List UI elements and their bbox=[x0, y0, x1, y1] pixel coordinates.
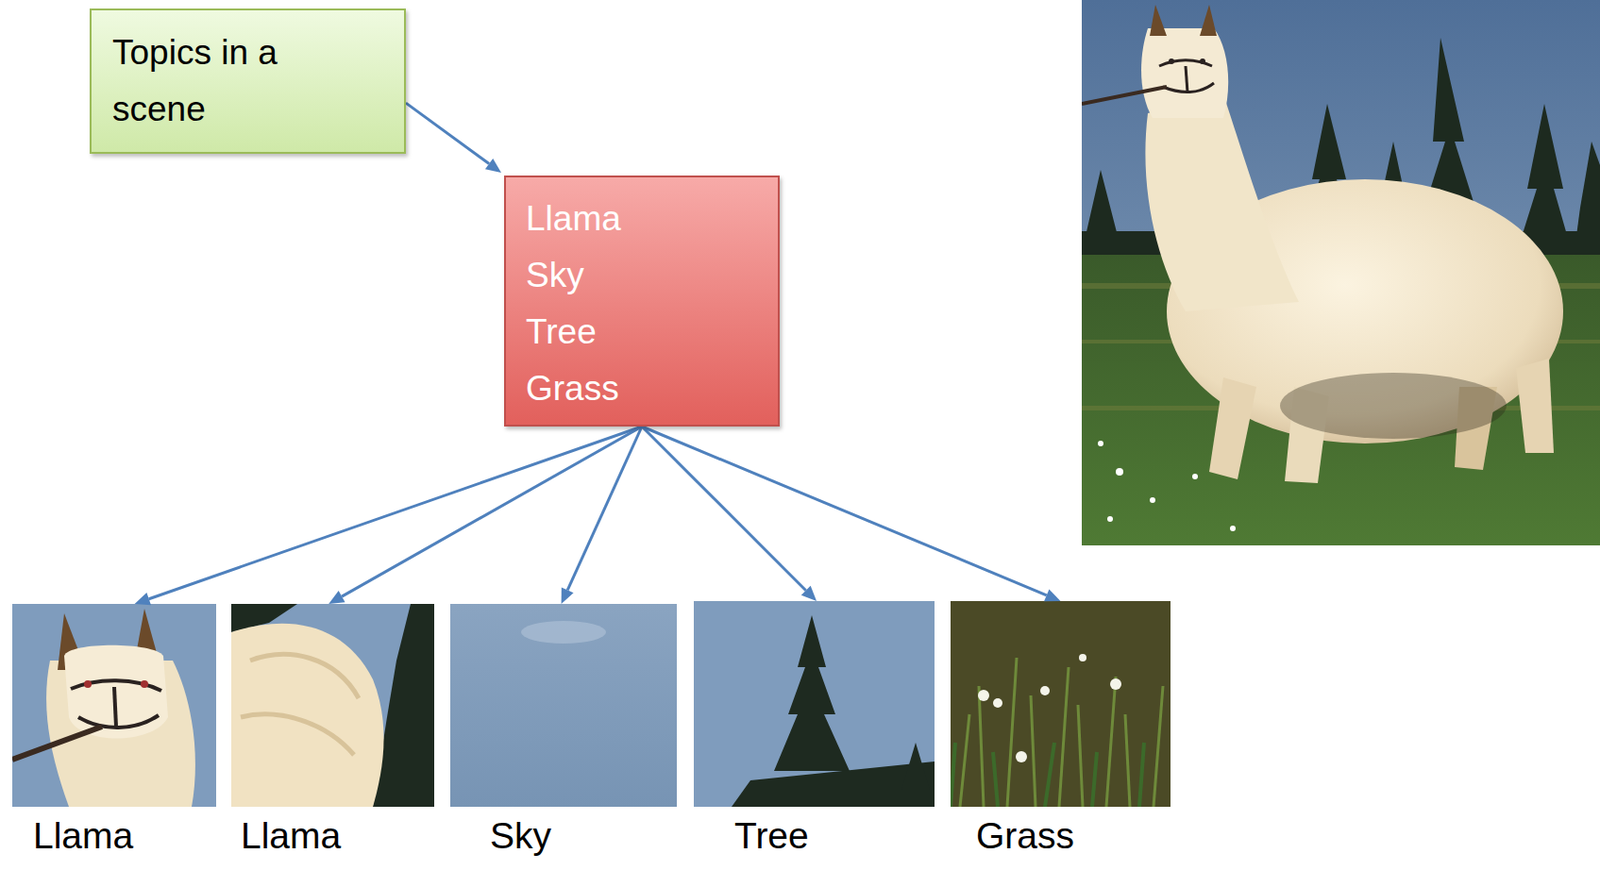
arrow-connector bbox=[641, 426, 817, 602]
sky-patch bbox=[450, 604, 677, 808]
patch-label: Grass bbox=[976, 814, 1075, 859]
arrow-connector bbox=[561, 426, 642, 605]
image-patch: Grass bbox=[950, 601, 1171, 808]
topic-item: Llama bbox=[525, 190, 759, 248]
image-patch: Tree bbox=[693, 601, 935, 808]
image-patch: Llama bbox=[12, 604, 217, 808]
topic-item: Grass bbox=[525, 360, 759, 418]
image-patch: Llama bbox=[231, 604, 435, 808]
patch-label: Tree bbox=[734, 814, 809, 859]
patch-label: Llama bbox=[33, 814, 134, 859]
arrow-connector bbox=[134, 426, 642, 606]
image-patch: Sky bbox=[450, 604, 677, 808]
patch-label: Sky bbox=[489, 814, 552, 859]
arrow-connector bbox=[328, 426, 642, 605]
topic-item: Sky bbox=[525, 247, 759, 304]
llama-photo bbox=[1081, 0, 1600, 546]
llama-head-patch bbox=[12, 604, 217, 808]
topic-list-box: LlamaSkyTreeGrass bbox=[504, 175, 780, 427]
note-text: Topics in a scene bbox=[112, 24, 349, 138]
arrow-connector bbox=[405, 102, 502, 173]
grass-patch bbox=[950, 601, 1171, 808]
topic-item: Tree bbox=[525, 303, 759, 361]
note-box: Topics in a scene bbox=[89, 8, 406, 154]
patch-label: Llama bbox=[240, 814, 341, 859]
arrow-connector bbox=[641, 426, 1062, 602]
tree-patch bbox=[693, 601, 935, 808]
llama-fur-patch bbox=[231, 604, 435, 808]
